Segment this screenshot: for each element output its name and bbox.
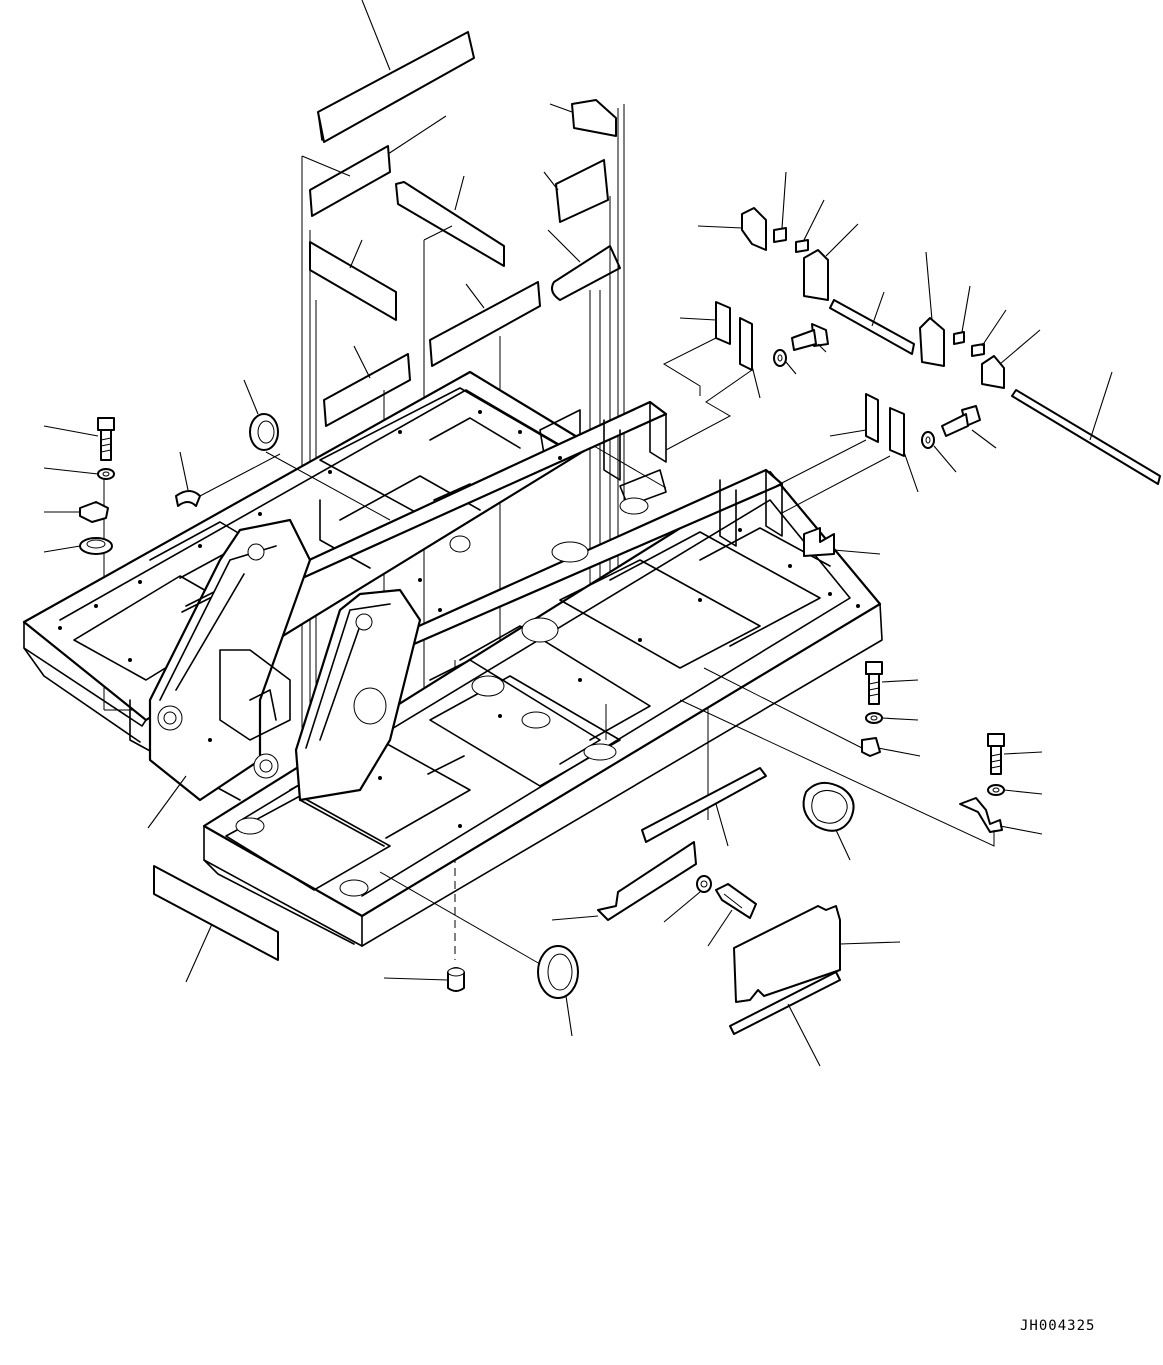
rubber-stopper — [383, 967, 465, 992]
leader-main-frame — [147, 775, 187, 829]
bolt-right-d — [987, 733, 1043, 775]
bracket-top-right-b — [803, 223, 859, 301]
foam-panel-upper-center — [395, 175, 505, 267]
bolt-lower-center — [707, 883, 757, 947]
drawing-reference-code: JH004325 — [1020, 1318, 1096, 1334]
cushion-small-c — [953, 285, 971, 345]
bracket-top-right-c — [919, 251, 945, 367]
bolt-mid-right — [791, 323, 829, 353]
foam-panel-bottom-left — [153, 865, 279, 983]
frame-openings — [181, 497, 649, 897]
foam-block-small-top — [549, 99, 617, 137]
foam-strip-bottom-right — [729, 971, 841, 1067]
washer-lower-center — [663, 875, 712, 923]
foam-panel-center-mid — [429, 281, 541, 367]
cover-panel-bottom-right — [733, 905, 901, 1003]
bracket-top-right-a — [697, 207, 767, 251]
grommet-left — [43, 537, 113, 555]
frame-fastener-holes — [58, 410, 860, 828]
foam-curved-strip — [547, 229, 621, 301]
washer-right-d — [987, 784, 1043, 796]
washer-left — [43, 467, 115, 480]
bracket-mid-a — [662, 301, 761, 451]
seal-ring-bottom — [379, 871, 579, 1037]
washer-right-b — [921, 431, 957, 473]
clamp-right-c — [703, 667, 921, 757]
washer-mid-right — [773, 349, 797, 375]
foam-panel-lower-left — [323, 345, 411, 427]
seal-ring-oval-right — [802, 781, 855, 861]
cushion-small-b — [795, 199, 825, 253]
clamp-right-d — [679, 699, 1043, 847]
bracket-mid-b — [775, 393, 919, 515]
foam-panel-top-long — [317, 0, 475, 143]
cable-clip-left — [175, 451, 201, 507]
washer-right-c — [865, 712, 919, 724]
foam-panel-left-mid — [309, 239, 397, 321]
bolt-right-c — [865, 661, 919, 705]
boom-mount-bracket — [148, 518, 422, 802]
bolt-left — [43, 417, 115, 461]
foam-strip-lower-right — [641, 767, 767, 847]
foam-block-right-top — [543, 159, 609, 223]
foam-strip-right-a — [829, 291, 915, 355]
cushion-small-a — [773, 171, 787, 243]
cushion-small-d — [971, 309, 1007, 357]
clip-left — [44, 501, 109, 523]
cover-plate-lower-center — [551, 841, 697, 921]
main-frame-outer — [22, 370, 883, 947]
seal-ring-upper — [243, 379, 279, 451]
foam-panel-upper-left — [309, 115, 447, 217]
bolt-right-b — [941, 405, 997, 449]
foam-strip-right-long — [1011, 371, 1161, 485]
bracket-top-right-d — [981, 329, 1041, 389]
misc-leader-lines — [199, 445, 667, 740]
bracket-l-right — [803, 527, 881, 557]
frame-diagonal-beams — [290, 400, 784, 646]
